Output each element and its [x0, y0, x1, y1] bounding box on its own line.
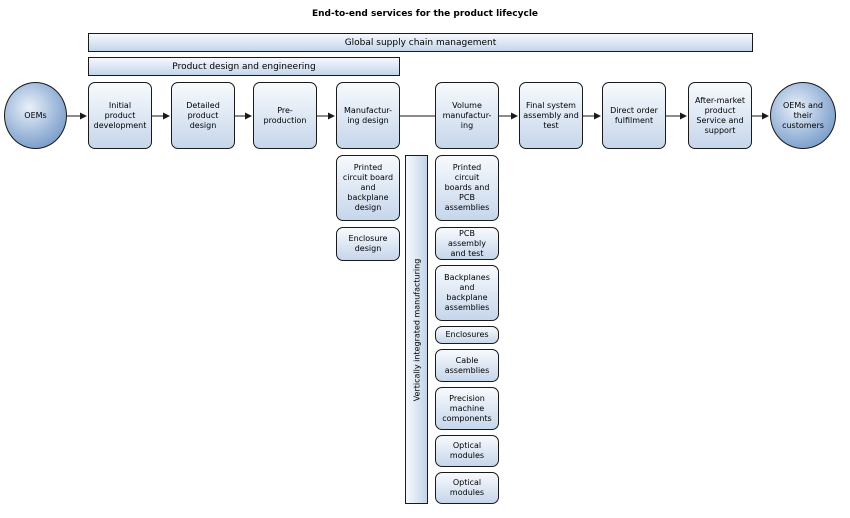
node-oems: OEMs [4, 82, 67, 149]
sub-backplanes: Backplanes and backplane assemblies [435, 265, 499, 321]
sub-precision-machine-components: Precision machine components [435, 387, 499, 430]
band-global-supply-chain: Global supply chain management [88, 33, 753, 52]
sub-optical-modules-2: Optical modules [435, 472, 499, 504]
sub-pcb-backplane-design: Printed circuit board and backplane desi… [336, 155, 400, 221]
sub-enclosure-design: Enclosure design [336, 227, 400, 261]
stage-manufacturing-design: Manufactur- ing design [336, 82, 400, 149]
stage-pre-production: Pre- production [253, 82, 317, 149]
stage-aftermarket-service: After-market product Service and support [688, 82, 752, 149]
sub-printed-circuit-boards: Printed circuit boards and PCB assemblie… [435, 155, 499, 221]
vertically-integrated-manufacturing-bar: Vertically integrated manufacturing [405, 155, 428, 504]
vertically-integrated-manufacturing-label: Vertically integrated manufacturing [412, 258, 421, 401]
stage-final-system-assembly: Final system assembly and test [519, 82, 583, 149]
node-oems-and-customers: OEMs and their customers [770, 82, 836, 149]
diagram-title: End-to-end services for the product life… [311, 9, 539, 19]
stage-detailed-product-design: Detailed product design [171, 82, 235, 149]
sub-cable-assemblies: Cable assemblies [435, 349, 499, 382]
sub-enclosures: Enclosures [435, 326, 499, 344]
band-product-design-engineering: Product design and engineering [88, 57, 400, 76]
sub-optical-modules-1: Optical modules [435, 435, 499, 467]
sub-pcb-assembly-test: PCB assembly and test [435, 227, 499, 260]
stage-volume-manufacturing: Volume manufactur- ing [435, 82, 499, 149]
stage-initial-product-development: Initial product development [88, 82, 152, 149]
stage-direct-order-fulfilment: Direct order fulfilment [602, 82, 666, 149]
